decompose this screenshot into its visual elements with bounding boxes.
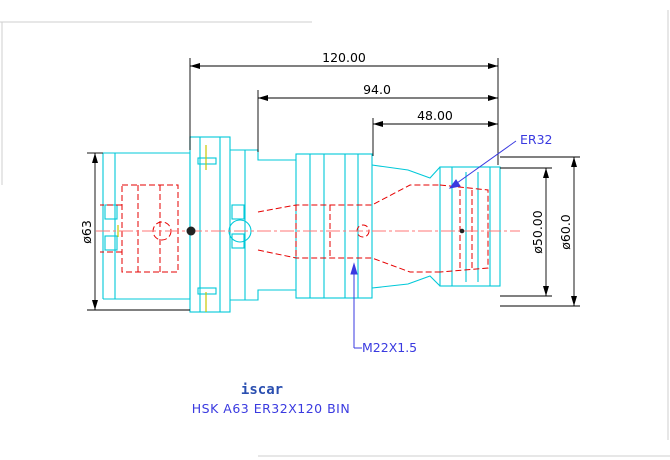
origin-marker xyxy=(186,226,196,236)
callout-thread: M22X1.5 xyxy=(362,340,417,355)
dimension-lines xyxy=(87,58,580,311)
tool-outline xyxy=(102,136,501,313)
axis-marks xyxy=(117,145,207,312)
nose-center-marker xyxy=(459,228,465,234)
dim-nose-diameter-inner: ø50.00 xyxy=(530,210,545,253)
brand-logo: iscar xyxy=(241,382,283,398)
thread-leader xyxy=(350,262,362,349)
part-name: HSK A63 ER32X120 BIN xyxy=(192,401,350,416)
dim-collet-length: 48.00 xyxy=(417,108,453,123)
dim-mid-length: 94.0 xyxy=(363,82,391,97)
callout-collet-type: ER32 xyxy=(520,132,553,147)
dimension-arrows xyxy=(92,63,577,310)
dim-flange-diameter: ø63 xyxy=(79,220,94,244)
dim-overall-length: 120.00 xyxy=(322,50,366,65)
er32-leader xyxy=(448,140,517,189)
dim-nose-diameter-outer: ø60.0 xyxy=(558,214,573,250)
hidden-lines xyxy=(100,184,489,273)
sheet-border xyxy=(0,10,670,457)
